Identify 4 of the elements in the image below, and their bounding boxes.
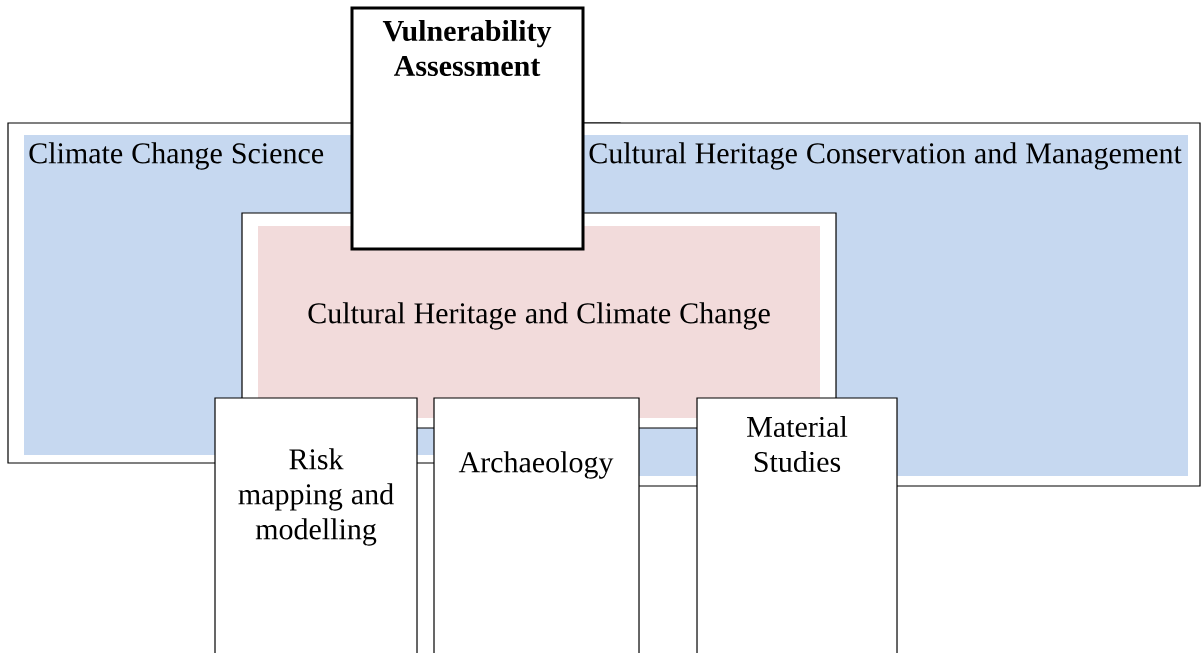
assessment-box: Vulnerability Assessment — [350, 6, 585, 251]
field-box: Risk mapping and modelling — [214, 397, 418, 653]
field-box: Archaeology — [433, 397, 640, 653]
field-box: Material Studies — [696, 397, 898, 653]
